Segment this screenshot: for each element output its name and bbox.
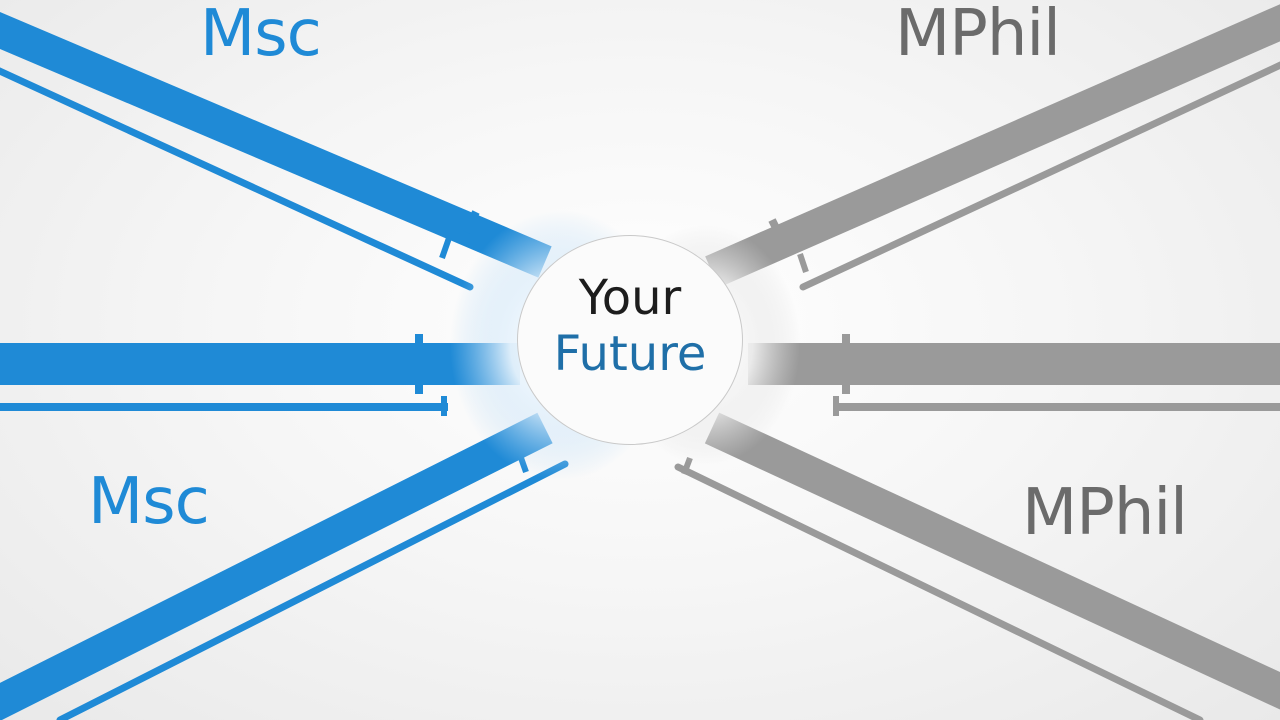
center-label-your: Your	[578, 270, 682, 326]
label-bottom-right: MPhil	[1022, 476, 1188, 550]
branch-top-right-thin	[799, 61, 1280, 291]
coupler	[797, 253, 809, 273]
label-bottom-left: Msc	[88, 465, 210, 539]
branch-top-left-thick	[0, 12, 552, 278]
center-label-future: Future	[553, 326, 707, 382]
branch-bottom-right-thick	[704, 412, 1280, 710]
branch-bottom-left-thick	[0, 412, 553, 720]
label-top-right: MPhil	[895, 0, 1061, 71]
branch-middle-left-thin	[0, 403, 448, 411]
left-branches	[0, 12, 569, 720]
branch-middle-right-thin	[833, 403, 1280, 411]
coupler	[439, 237, 452, 259]
branch-top-right-thick	[705, 4, 1280, 288]
branch-middle-right-thick	[748, 343, 1280, 385]
coupler	[462, 210, 480, 234]
coupler	[768, 218, 786, 242]
branch-middle-left-thick	[0, 343, 520, 385]
branch-bottom-left-thin	[56, 460, 569, 720]
right-branches	[674, 4, 1280, 720]
branch-bottom-right-thin	[674, 463, 1204, 720]
branch-top-left-thin	[0, 67, 474, 291]
label-top-left: Msc	[200, 0, 322, 71]
center-node: Your Future	[517, 235, 743, 445]
